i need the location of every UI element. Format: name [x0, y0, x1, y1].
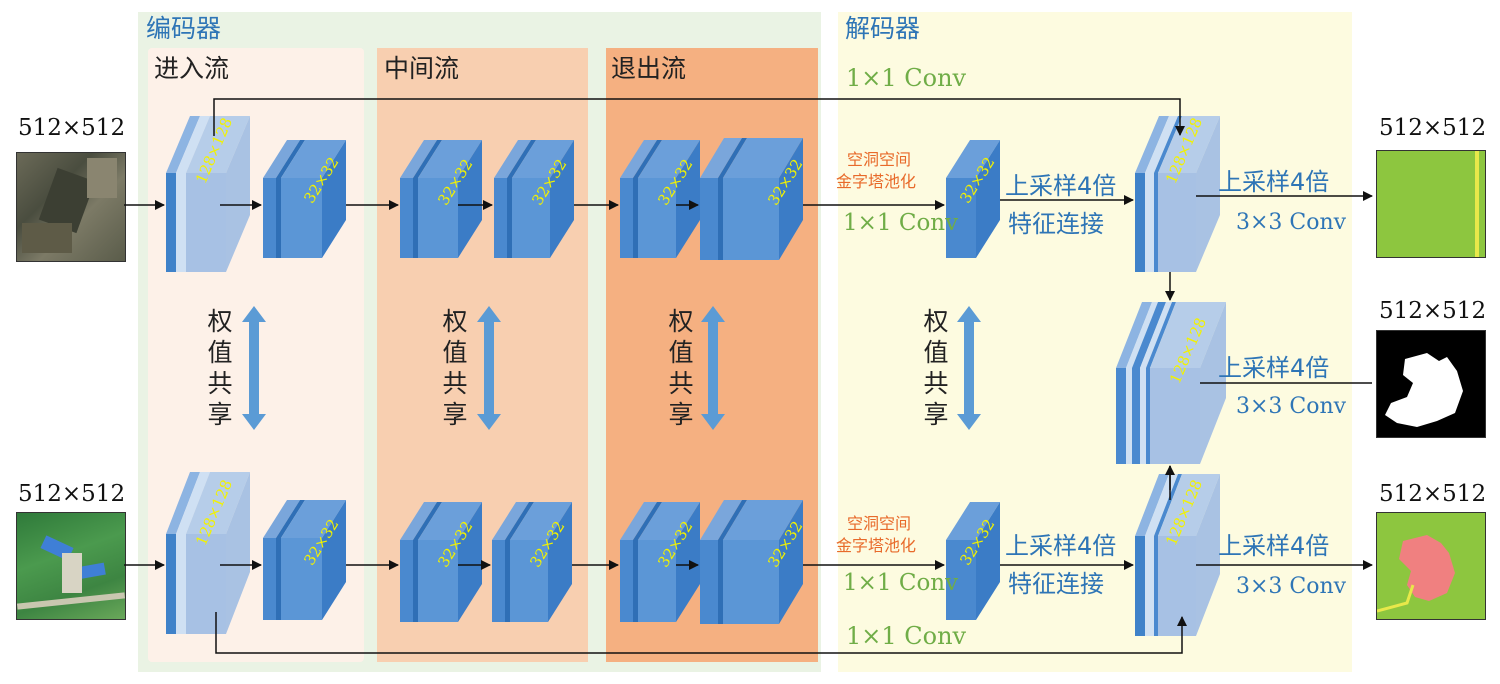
skip-conv-label-top: 1×1 Conv — [846, 64, 967, 92]
output-mask-3 — [1376, 512, 1486, 620]
block-32-middle-top-2 — [494, 140, 574, 258]
arrows-bottom — [124, 560, 1373, 654]
weight-sharing-label-middle: 权 值 共 享 — [442, 307, 468, 429]
conv3x3-label-out-3: 3×3 Conv — [1236, 574, 1347, 599]
skip-conv-label-bottom: 1×1 Conv — [846, 622, 967, 650]
output-size-label-3: 512×512 — [1379, 481, 1487, 507]
block-32-middle-top-1 — [400, 140, 482, 258]
output-size-label-1: 512×512 — [1379, 115, 1487, 141]
block-32-exit-bottom-1 — [620, 502, 700, 622]
input-image-top — [16, 152, 126, 262]
block-128-decoder-top — [1135, 116, 1220, 272]
input-size-label-bottom: 512×512 — [18, 481, 126, 507]
aspp-label-top-1: 空洞空间 — [847, 150, 912, 169]
block-32-decoder-bottom — [946, 502, 1000, 620]
block-128-entry-bottom — [166, 472, 250, 634]
aspp-conv-label-bottom: 1×1 Conv — [843, 570, 959, 596]
output-mask-1 — [1376, 150, 1486, 258]
encoder-title: 编码器 — [146, 14, 222, 43]
aspp-label-bottom-1: 空洞空间 — [847, 514, 912, 533]
conv3x3-label-out-2: 3×3 Conv — [1236, 394, 1347, 419]
upsample-label-out-1: 上采样4倍 — [1218, 168, 1330, 196]
weight-sharing-label-decoder: 权 值 共 享 — [923, 307, 949, 429]
block-32-entry-top — [263, 140, 346, 258]
upsample-label-top: 上采样4倍 — [1005, 172, 1117, 200]
block-128-decoder-bottom — [1135, 474, 1220, 636]
block-32-decoder-top — [946, 140, 1000, 258]
entry-flow-title: 进入流 — [154, 54, 230, 83]
middle-flow-title: 中间流 — [384, 54, 460, 83]
input-size-label-top: 512×512 — [18, 115, 126, 141]
input-image-bottom — [16, 512, 126, 620]
block-32-exit-top-1 — [620, 140, 700, 258]
aspp-conv-label-top: 1×1 Conv — [843, 210, 959, 236]
upsample-label-bottom: 上采样4倍 — [1005, 532, 1117, 560]
aspp-label-top-2: 金字塔池化 — [836, 172, 917, 191]
block-32-middle-bottom-1 — [400, 502, 482, 622]
concat-label-bottom: 特征连接 — [1008, 570, 1104, 598]
decoder-title: 解码器 — [845, 14, 921, 43]
upsample-label-out-2: 上采样4倍 — [1218, 354, 1330, 382]
exit-flow-title: 退出流 — [611, 54, 687, 83]
upsample-label-out-3: 上采样4倍 — [1218, 532, 1330, 560]
block-32-middle-bottom-2 — [492, 502, 572, 622]
weight-sharing-label-entry: 权 值 共 享 — [207, 307, 233, 429]
output-size-label-2: 512×512 — [1379, 298, 1487, 324]
weight-sharing-label-exit: 权 值 共 享 — [668, 307, 694, 429]
arrows-top — [124, 98, 1373, 500]
concat-label-top: 特征连接 — [1008, 210, 1104, 238]
block-32-exit-bottom-2 — [700, 500, 803, 624]
conv3x3-label-out-1: 3×3 Conv — [1236, 210, 1347, 235]
decoder-panel — [838, 12, 1352, 672]
weight-sharing-arrows — [242, 306, 981, 430]
block-128-entry-top — [166, 116, 250, 272]
block-32-exit-top-2 — [700, 138, 803, 260]
block-32-entry-bottom — [263, 500, 346, 620]
aspp-label-bottom-2: 金字塔池化 — [836, 536, 917, 555]
output-mask-2 — [1376, 330, 1486, 438]
